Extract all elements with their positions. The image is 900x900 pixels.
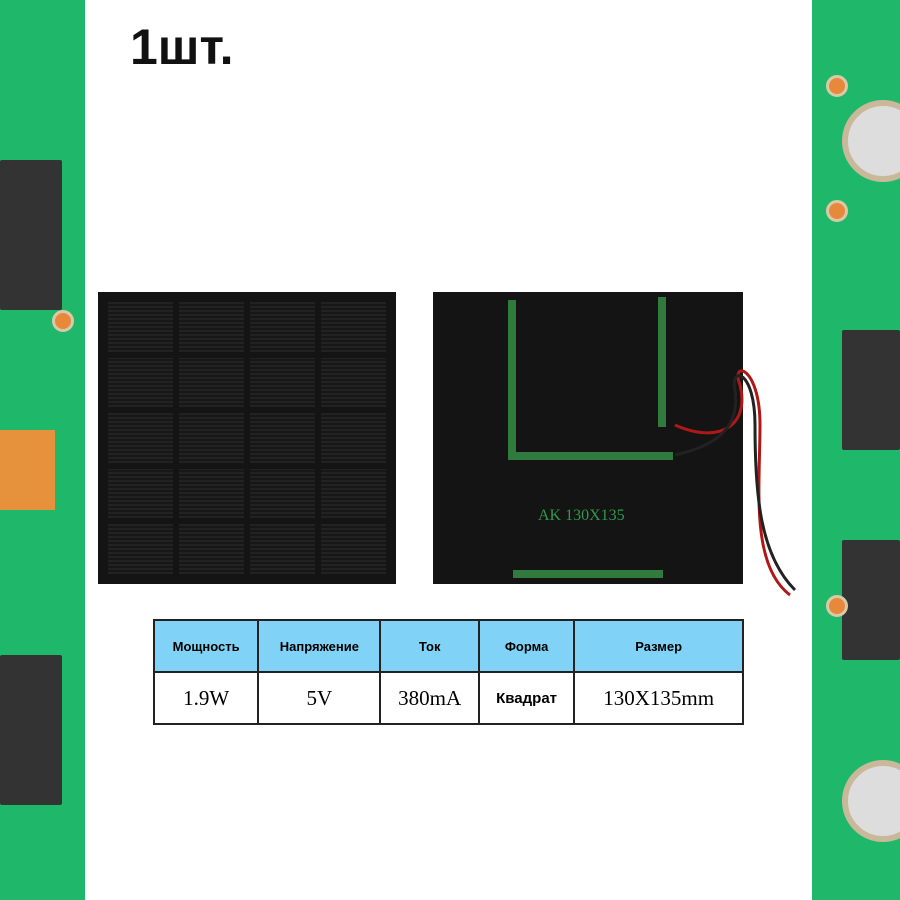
- solar-panel-back: AK 130X135: [433, 292, 743, 584]
- value-current: 380mA: [379, 671, 480, 725]
- header-size: Размер: [573, 619, 744, 673]
- pcb-decoration-right: [812, 0, 900, 900]
- solar-panel-front: [98, 292, 396, 584]
- quantity-label: 1шт.: [130, 19, 234, 75]
- pcb-decoration-left: [0, 0, 85, 900]
- panel-marking: AK 130X135: [538, 507, 625, 524]
- value-voltage: 5V: [257, 671, 382, 725]
- value-power: 1.9W: [152, 671, 260, 725]
- value-size: 130X135mm: [573, 671, 744, 725]
- header-power: Мощность: [152, 619, 260, 673]
- header-current: Ток: [379, 619, 480, 673]
- value-shape: Квадрат: [477, 671, 576, 725]
- specs-value-row: 1.9W 5V 380mA Квадрат 130X135mm: [152, 671, 744, 725]
- wire-icon: [674, 369, 797, 597]
- header-shape: Форма: [477, 619, 576, 673]
- specs-table: Мощность Напряжение Ток Форма Размер 1.9…: [152, 619, 744, 725]
- header-voltage: Напряжение: [257, 619, 382, 673]
- specs-header-row: Мощность Напряжение Ток Форма Размер: [152, 619, 744, 673]
